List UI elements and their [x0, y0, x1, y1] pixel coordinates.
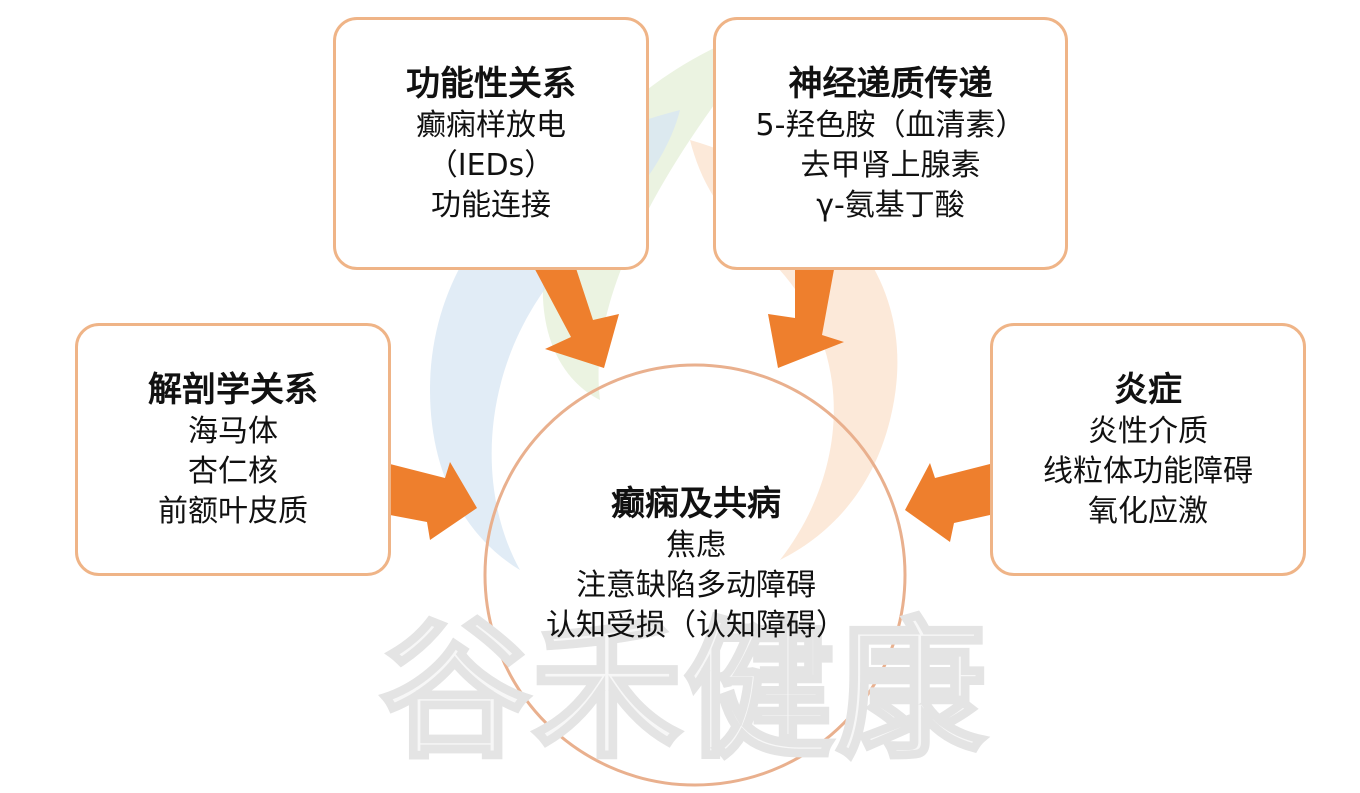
center-line: 焦虑 [666, 528, 726, 563]
arrow-from-neurotransmitter [768, 264, 844, 368]
box-title: 神经递质传递 [788, 63, 993, 104]
center-circle [483, 363, 907, 787]
box-line: 炎性介质 [1088, 413, 1208, 449]
watermark-char: 健 [682, 605, 836, 779]
watermark-char: 谷 [378, 605, 532, 779]
center-comorbidity-text: 癫痫及共病 焦虑 注意缺陷多动障碍 认知受损（认知障碍） [486, 482, 906, 646]
arrow-from-functional [530, 250, 619, 368]
neurotransmitter-box: 神经递质传递 5-羟色胺（血清素） 去甲肾上腺素 γ-氨基丁酸 [713, 17, 1068, 270]
center-line: 注意缺陷多动障碍 [576, 568, 816, 603]
anatomical-relation-box: 解剖学关系 海马体 杏仁核 前额叶皮质 [75, 323, 391, 576]
box-line: 线粒体功能障碍 [1043, 453, 1253, 489]
watermark-char: 禾 [530, 605, 684, 779]
box-title: 炎症 [1114, 369, 1182, 410]
box-line: 5-羟色胺（血清素） [755, 107, 1026, 143]
box-line: 去甲肾上腺素 [800, 147, 981, 183]
functional-relation-box: 功能性关系 癫痫样放电 （IEDs） 功能连接 [333, 17, 649, 270]
box-title: 功能性关系 [406, 63, 576, 104]
arrow-from-anatomical [390, 462, 477, 540]
box-line: 功能连接 [431, 187, 551, 223]
box-title: 解剖学关系 [148, 369, 318, 410]
box-line: 前额叶皮质 [158, 493, 308, 529]
box-line: γ-氨基丁酸 [816, 187, 965, 223]
box-line: （IEDs） [427, 147, 555, 183]
box-line: 癫痫样放电 [416, 107, 566, 143]
box-line: 杏仁核 [188, 453, 278, 489]
inflammation-box: 炎症 炎性介质 线粒体功能障碍 氧化应激 [990, 323, 1306, 576]
box-line: 氧化应激 [1088, 493, 1208, 529]
watermark-char: 康 [834, 605, 988, 779]
center-title: 癫痫及共病 [611, 484, 781, 524]
arrow-from-inflammation [905, 463, 990, 542]
box-line: 海马体 [188, 413, 278, 449]
center-line: 认知受损（认知障碍） [546, 608, 846, 643]
